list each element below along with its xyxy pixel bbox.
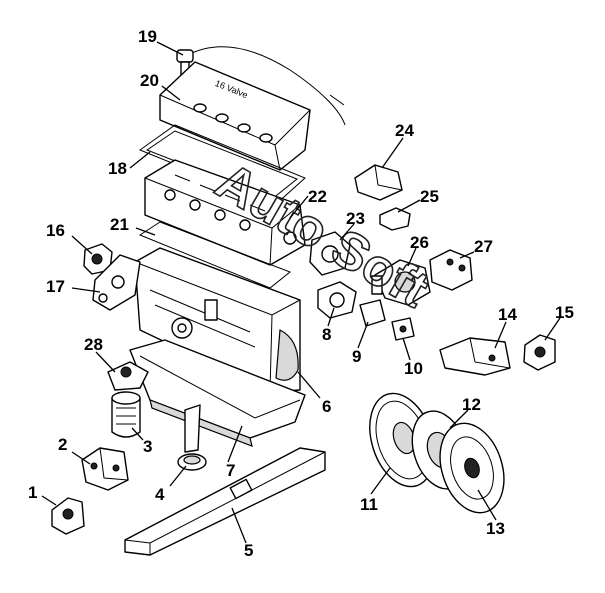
- part-24-bracket: [354, 164, 403, 201]
- part-1-engine-mount: [51, 497, 85, 535]
- label-12: 12: [462, 395, 481, 414]
- part-27-distributor-cap: [429, 249, 473, 291]
- label-9: 9: [352, 347, 361, 366]
- part-28-filter-housing: [107, 361, 149, 391]
- part-4-oil-pickup: [177, 404, 207, 471]
- label-11: 11: [360, 495, 378, 514]
- label-7: 7: [226, 461, 235, 480]
- part-7-oil-sump: [129, 339, 306, 447]
- label-13: 13: [486, 519, 505, 538]
- part-23-water-pump: [309, 231, 351, 276]
- label-4: 4: [155, 485, 165, 504]
- label-20: 20: [140, 71, 159, 90]
- label-17: 17: [46, 277, 65, 296]
- label-10: 10: [404, 359, 423, 378]
- part-2-bracket: [81, 447, 129, 491]
- label-22: 22: [308, 187, 327, 206]
- part-10-fitting: [391, 317, 415, 341]
- part-14-mount-bracket: [439, 337, 511, 376]
- label-8: 8: [322, 325, 331, 344]
- part-21-head-gasket: [138, 221, 291, 289]
- part-8-housing: [317, 281, 357, 319]
- part-22-cylinder-head: [144, 159, 306, 266]
- label-15: 15: [555, 303, 574, 322]
- leader-lines: [41, 41, 561, 544]
- label-27: 27: [474, 237, 493, 256]
- part-13-pressure-plate: [439, 422, 505, 514]
- part-25-sensor: [379, 207, 411, 231]
- label-6: 6: [322, 397, 331, 416]
- part-20-valve-cover: 16 Valve: [159, 61, 311, 171]
- label-18: 18: [108, 159, 127, 178]
- label-24: 24: [395, 121, 414, 140]
- label-14: 14: [498, 305, 517, 324]
- label-28: 28: [84, 335, 103, 354]
- part-9-coupling: [359, 299, 386, 327]
- label-23: 23: [346, 209, 365, 228]
- part-16-mount: [83, 243, 113, 275]
- part-6-engine-block: [134, 247, 301, 393]
- part-labels: 19 20 18 22 21 16 17 28 3 4 5 7 6 2 1 23…: [28, 27, 574, 560]
- label-19: 19: [138, 27, 157, 46]
- part-17-bracket: [92, 254, 141, 311]
- label-21: 21: [110, 215, 129, 234]
- label-3: 3: [143, 437, 152, 456]
- label-25: 25: [420, 187, 439, 206]
- part-5-crossmember: [124, 447, 326, 556]
- label-2: 2: [58, 435, 67, 454]
- part-15-mount: [523, 334, 556, 371]
- part-26-distributor: [371, 259, 431, 306]
- label-5: 5: [244, 541, 253, 560]
- part-3-oil-filter: [111, 391, 141, 438]
- label-1: 1: [28, 483, 37, 502]
- label-26: 26: [410, 233, 429, 252]
- label-16: 16: [46, 221, 65, 240]
